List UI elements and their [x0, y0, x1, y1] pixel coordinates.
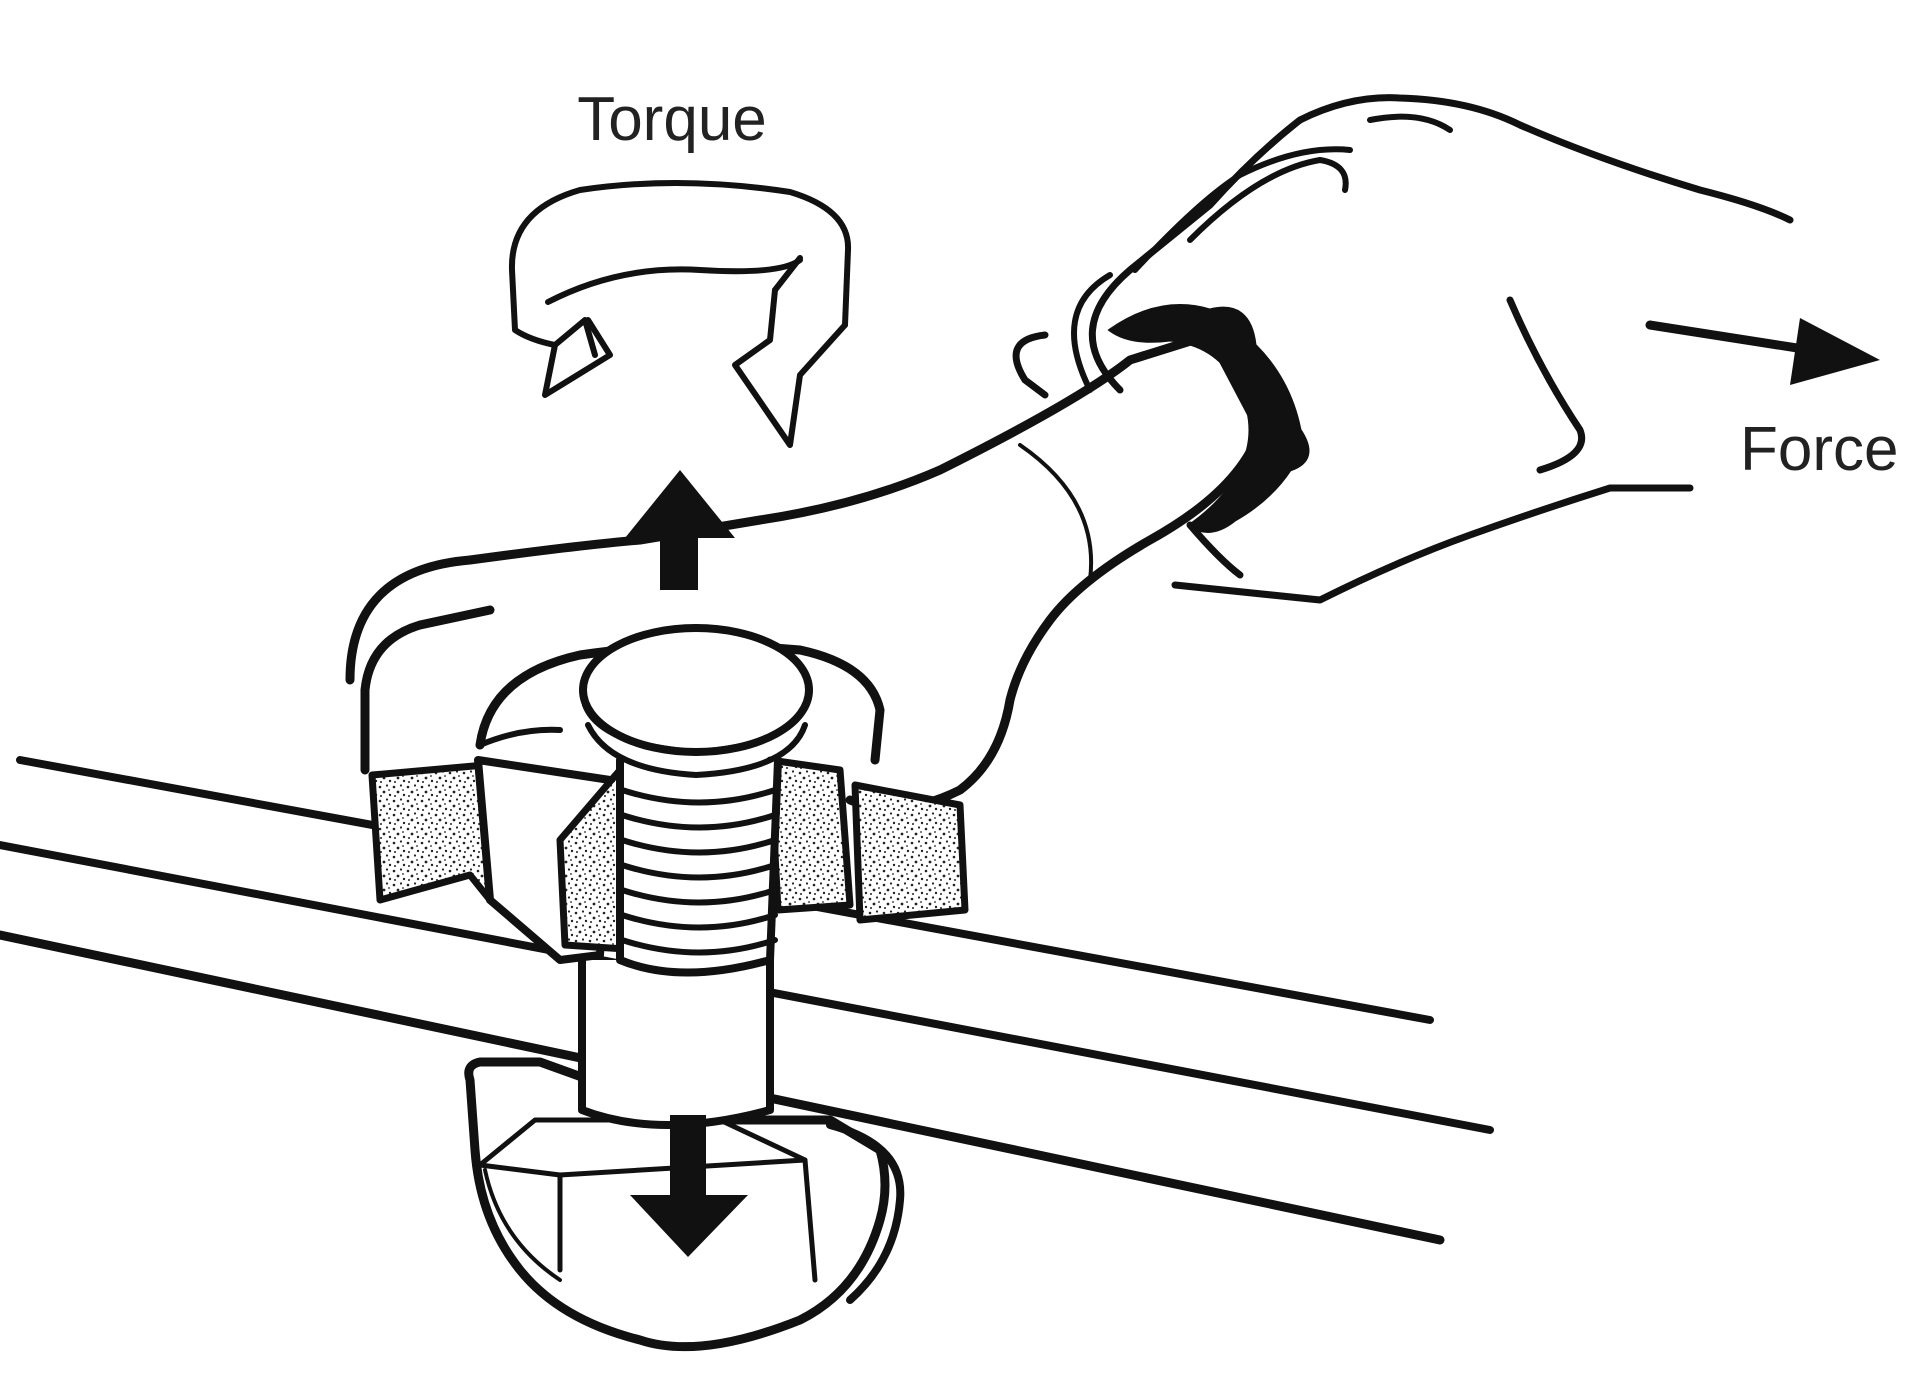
torque-label: Torque: [577, 85, 767, 154]
torque-arrow-icon: [508, 179, 852, 448]
bolt-threads: [579, 624, 813, 977]
hand: [1012, 94, 1794, 604]
clamp-force-up-arrow: [625, 470, 735, 590]
force-label: Force: [1740, 415, 1898, 484]
force-arrow: [1645, 318, 1880, 385]
bolt-shank: [578, 956, 774, 1129]
clamp-force-down-arrow: [630, 1115, 748, 1257]
